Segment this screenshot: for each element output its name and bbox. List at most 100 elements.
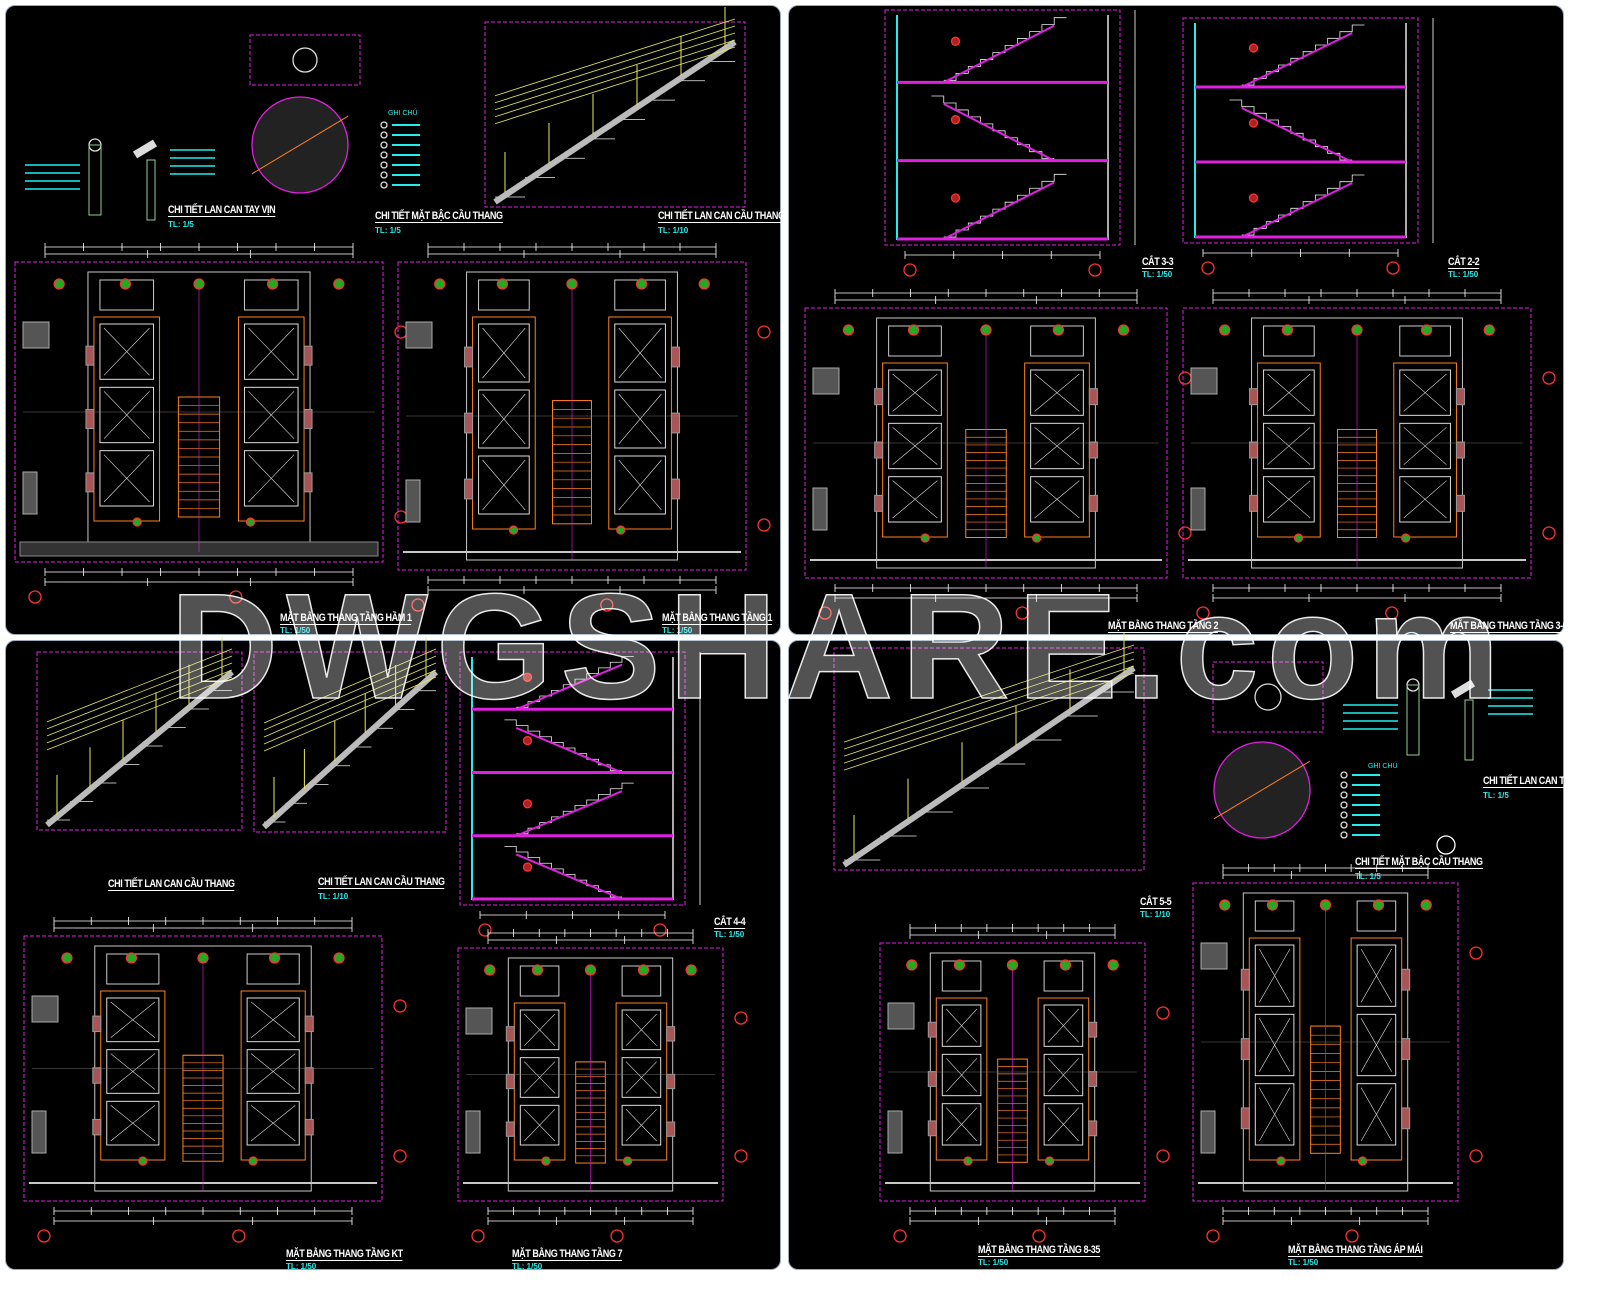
elevator-cross (1267, 480, 1311, 519)
column (1088, 494, 1098, 512)
door-marker (842, 324, 855, 336)
wall-hatch (405, 479, 421, 523)
scale-label: TL: 1/50 (1448, 270, 1479, 279)
axis-marker (734, 1149, 748, 1163)
door-marker (584, 964, 597, 976)
elevator-cross (1047, 1008, 1079, 1043)
axis-marker (1206, 1229, 1220, 1243)
detail-frame (36, 651, 243, 831)
elevator-shaft (1030, 369, 1084, 416)
axis-marker (232, 1229, 246, 1243)
elevator-cross (625, 1109, 657, 1142)
stair-flight (1229, 99, 1353, 161)
door-marker (333, 952, 345, 964)
column (505, 1026, 515, 1042)
elevator-core (1257, 362, 1321, 538)
elevator-shaft (99, 450, 155, 507)
column (1240, 968, 1250, 991)
column (1088, 388, 1098, 406)
door-marker (541, 1156, 551, 1166)
wall-hatch (31, 1110, 47, 1154)
door-marker (1032, 533, 1042, 543)
title-section-5-5: CẮT 5-5 (1140, 896, 1172, 909)
scale-label: TL: 1/50 (1142, 270, 1173, 279)
elevator-cross (524, 1013, 556, 1046)
elevator-shaft (1356, 1013, 1397, 1077)
door-marker (1107, 959, 1119, 971)
axis-marker (411, 598, 425, 612)
section-frame (884, 9, 1121, 246)
note-bullet (380, 181, 388, 189)
elevator-shaft (106, 1049, 160, 1094)
door-marker (907, 324, 920, 336)
door-marker (53, 278, 65, 290)
door-marker (635, 278, 648, 290)
sheet-top-left (5, 5, 781, 635)
elevator-cross (248, 454, 295, 503)
notes-label: GHI CHÚ (388, 110, 418, 117)
door-marker (266, 278, 279, 290)
axis-marker (1156, 1149, 1170, 1163)
title-plan-floor-8-35: MẶT BẰNG THANG TẦNG 8-35 (978, 1244, 1100, 1257)
column (666, 1026, 676, 1042)
elevator-cross (1267, 427, 1311, 465)
axis-marker (1178, 371, 1192, 385)
railing-bar (46, 669, 233, 744)
level-marker (522, 672, 533, 682)
elevator-core (1393, 362, 1457, 538)
stair-slab (943, 24, 1055, 84)
note-bullet (380, 121, 388, 129)
door-marker (1293, 533, 1304, 543)
title-plan-technical: MẶT BẰNG THANG TẦNG KT (286, 1248, 403, 1261)
post (88, 144, 102, 216)
elevator-shaft (1254, 1083, 1295, 1146)
elevator-cross (1259, 948, 1291, 1003)
elevator-shaft (1263, 476, 1315, 523)
stair-slab (515, 726, 623, 774)
elevator-shaft (888, 476, 942, 523)
elevator-cross (482, 327, 526, 379)
elevator-cross (1034, 373, 1080, 412)
axis-marker (600, 598, 614, 612)
note-bullet (1340, 811, 1348, 819)
axis-marker (393, 1149, 407, 1163)
elevator-shaft (99, 323, 155, 380)
door-marker (193, 278, 205, 290)
elevator-shaft (1399, 422, 1451, 470)
door-marker (1006, 959, 1019, 971)
door-marker (566, 278, 578, 290)
elevator-cross (103, 327, 150, 376)
elevator-cross (1360, 1087, 1392, 1142)
level-marker (950, 115, 961, 125)
detail-frame (484, 21, 746, 208)
column (304, 1067, 314, 1084)
axis-marker (893, 1229, 907, 1243)
wall-hatch (812, 367, 840, 395)
elevator-shaft (99, 386, 155, 444)
column (1455, 388, 1465, 406)
wall-hatch (1200, 1110, 1216, 1154)
section-frame (1182, 17, 1419, 244)
railing-bar (843, 644, 1135, 743)
door-marker (496, 278, 509, 290)
plan-frame (879, 942, 1146, 1202)
elevator-core (615, 1002, 668, 1161)
door-marker (1276, 1156, 1286, 1166)
column (85, 472, 95, 493)
axis-marker (757, 325, 771, 339)
axis-marker (1015, 606, 1029, 620)
elevator-cross (1259, 1018, 1291, 1072)
detail-line (1213, 760, 1311, 820)
stair-slab (515, 790, 623, 837)
axis-marker (653, 923, 667, 937)
title-plan-floor-2: MẶT BẰNG THANG TẦNG 2 (1108, 620, 1219, 633)
elevator-shaft (1399, 369, 1451, 416)
elevator-cross (1403, 373, 1447, 412)
door-marker (1059, 959, 1072, 971)
scale-label: TL: 1/50 (1288, 1258, 1319, 1267)
elevator-shaft (1399, 476, 1451, 523)
scale-label: TL: 1/50 (714, 930, 745, 939)
railing-bar (46, 655, 233, 730)
axis-marker (478, 923, 492, 937)
axis-marker (37, 1229, 51, 1243)
